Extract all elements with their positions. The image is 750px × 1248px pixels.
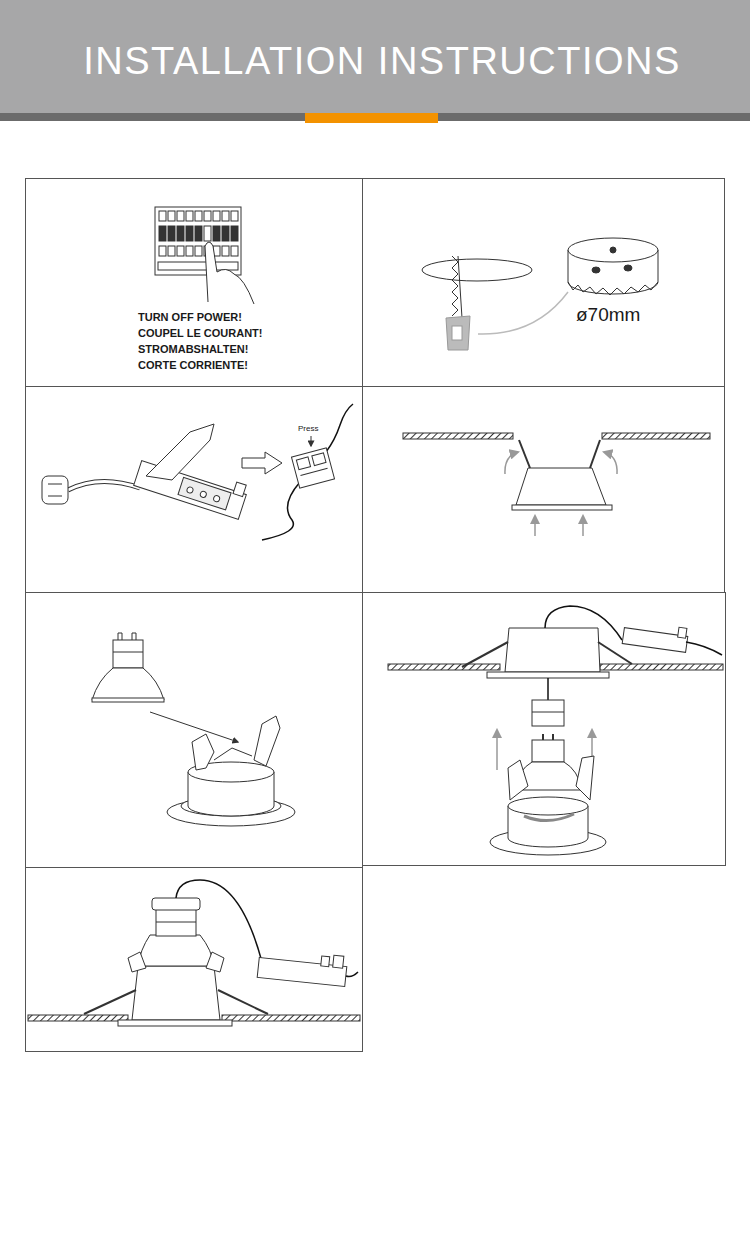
ceiling-mounting xyxy=(403,433,710,536)
press-hint: Press xyxy=(298,424,318,434)
warning-text: CORTE CORRIENTE! xyxy=(138,359,248,372)
breaker-board xyxy=(155,207,254,304)
warning-text: COUPEL LE COURANT! xyxy=(138,327,262,340)
lamp-fitting xyxy=(388,606,723,855)
lamp-insertion xyxy=(92,633,295,826)
panel-grid xyxy=(25,178,726,1052)
hole-dimension: ø70mm xyxy=(576,304,640,327)
warning-text: TURN OFF POWER! xyxy=(138,311,242,324)
hole-cutting-tools xyxy=(422,238,658,350)
driver-terminal xyxy=(42,404,353,540)
warning-text: STROMABSHALTEN! xyxy=(138,343,248,356)
page-title: INSTALLATION INSTRUCTIONS xyxy=(7,38,750,84)
installed-fixture xyxy=(28,880,360,1026)
